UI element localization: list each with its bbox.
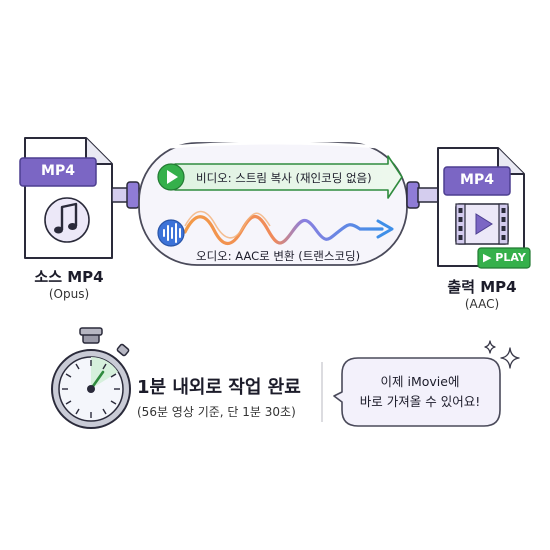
audio-stream-label: 오디오: AAC로 변환 (트랜스코딩) <box>196 249 361 263</box>
source-title: 소스 MP4 <box>34 268 104 286</box>
right-connector <box>406 181 439 209</box>
play-badge-label: ▶ PLAY <box>483 251 526 264</box>
play-icon <box>157 163 185 191</box>
play-badge-text: PLAY <box>495 251 526 264</box>
film-play-icon <box>455 203 509 245</box>
video-stream-label: 비디오: 스트림 복사 (재인코딩 없음) <box>196 171 372 185</box>
status-title: 1분 내외로 작업 완료 <box>137 377 301 398</box>
play-badge <box>477 247 531 269</box>
video-stream <box>157 155 403 199</box>
source-subtitle: (Opus) <box>48 287 90 301</box>
music-note-icon <box>44 197 90 243</box>
source-format-badge: MP4 <box>41 163 75 179</box>
output-file <box>437 147 531 269</box>
output-format-badge: MP4 <box>460 172 494 188</box>
source-file <box>19 137 113 259</box>
bubble-line-1: 이제 iMovie에 <box>380 374 460 389</box>
audio-stream <box>157 210 394 247</box>
audio-wave-icon <box>157 219 185 247</box>
left-connector <box>111 181 140 209</box>
output-subtitle: (AAC) <box>464 297 500 311</box>
output-title: 출력 MP4 <box>447 278 517 296</box>
conversion-pipe <box>138 142 408 266</box>
stopwatch-icon <box>51 327 131 429</box>
speech-bubble <box>333 357 501 427</box>
sparkle-icon <box>484 340 520 369</box>
bubble-message: 이제 iMovie에 바로 가져올 수 있어요! <box>340 372 500 412</box>
bubble-line-2: 바로 가져올 수 있어요! <box>359 394 481 409</box>
status-subtitle: (56분 영상 기준, 단 1분 30초) <box>137 405 296 419</box>
